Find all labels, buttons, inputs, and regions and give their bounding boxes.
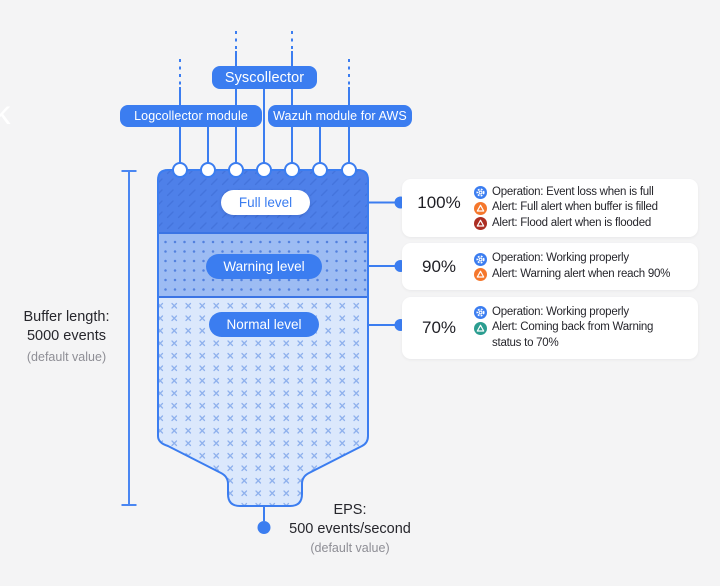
card-row: Alert: Flood alert when is flooded (474, 216, 658, 232)
outlet-connector (257, 506, 271, 534)
card-row-text: Operation: Working properly (492, 305, 629, 318)
card-row: Operation: Event loss when is full (474, 185, 658, 201)
wazuh-aws-label: Wazuh module for AWS (273, 109, 407, 123)
card-row-text: Alert: Coming back from Warning status t… (492, 321, 654, 349)
syscollector-label: Syscollector (224, 69, 305, 86)
alert-flood-icon (474, 217, 487, 231)
inlet-port (200, 162, 216, 178)
alert-warning-icon (474, 201, 487, 215)
percent-label: 100% (417, 193, 461, 212)
card-row-text: Alert: Warning alert when reach 90% (492, 267, 671, 280)
wazuh-aws-module-box: Wazuh module for AWS (268, 105, 412, 127)
eps-line1: EPS: (333, 502, 367, 518)
alert-recovery-icon (474, 321, 487, 335)
logcollector-module-box: Logcollector module (120, 105, 262, 127)
card-row-text: Operation: Event loss when is full (492, 185, 654, 198)
operation-icon (474, 306, 487, 320)
card-row: Alert: Coming back from Warning status t… (474, 320, 664, 351)
eps-note: (default value) (310, 541, 390, 555)
card-row-text: Alert: Full alert when buffer is filled (492, 201, 658, 214)
card-row: Alert: Full alert when buffer is filled (474, 200, 658, 216)
buffer-outline (157, 169, 369, 507)
inlet-port (172, 162, 188, 178)
annotation-card-90: 90% Operation: Working properly Alert: W… (402, 243, 698, 290)
inlet-port (341, 162, 357, 178)
logcollector-label: Logcollector module (134, 109, 248, 123)
card-row: Alert: Warning alert when reach 90% (474, 267, 670, 283)
inlet-port (284, 162, 300, 178)
warning-level-pill: Warning level (206, 254, 322, 279)
percent-label: 70% (421, 318, 457, 337)
annotation-leaders (369, 196, 407, 331)
card-row-text: Operation: Working properly (492, 252, 629, 264)
buffer-length-note: (default value) (26, 350, 107, 364)
inlet-port (256, 162, 272, 178)
buffer-length-line1: Buffer length: (23, 309, 110, 325)
buffer-length-line2: 5000 events (26, 327, 106, 344)
eps-line2: 500 events/second (289, 521, 411, 537)
card-row: Operation: Working properly (474, 251, 670, 267)
inlet-port (312, 162, 328, 178)
annotation-card-100: 100% Operation: Event loss when is full … (402, 179, 698, 237)
annotation-card-70: 70% Operation: Working properly Alert: C… (402, 297, 698, 359)
card-row-text: Alert: Flood alert when is flooded (492, 216, 651, 229)
warning-level-label: Warning level (223, 259, 305, 274)
operation-icon (474, 186, 487, 200)
edge-watermark-text: k (0, 94, 11, 131)
eps-label: EPS: 500 events/second (default value) (262, 501, 438, 555)
buffer-body (158, 170, 368, 506)
outlet-dot (257, 521, 271, 534)
normal-level-label: Normal level (226, 317, 302, 332)
buffer-length-label: Buffer length: 5000 events (default valu… (0, 308, 133, 364)
inlet-port (228, 162, 244, 178)
percent-label: 90% (421, 256, 457, 276)
full-level-pill: Full level (221, 190, 310, 215)
buffer-length-bracket (121, 170, 137, 506)
syscollector-box: Syscollector (212, 66, 317, 89)
operation-icon (474, 252, 487, 266)
buffer-inlet-ports (172, 162, 357, 178)
card-row: Operation: Working properly (474, 305, 664, 321)
input-connectors (179, 31, 350, 168)
full-level-label: Full level (238, 195, 293, 210)
normal-level-pill: Normal level (209, 312, 319, 337)
alert-warning-icon (474, 268, 487, 281)
